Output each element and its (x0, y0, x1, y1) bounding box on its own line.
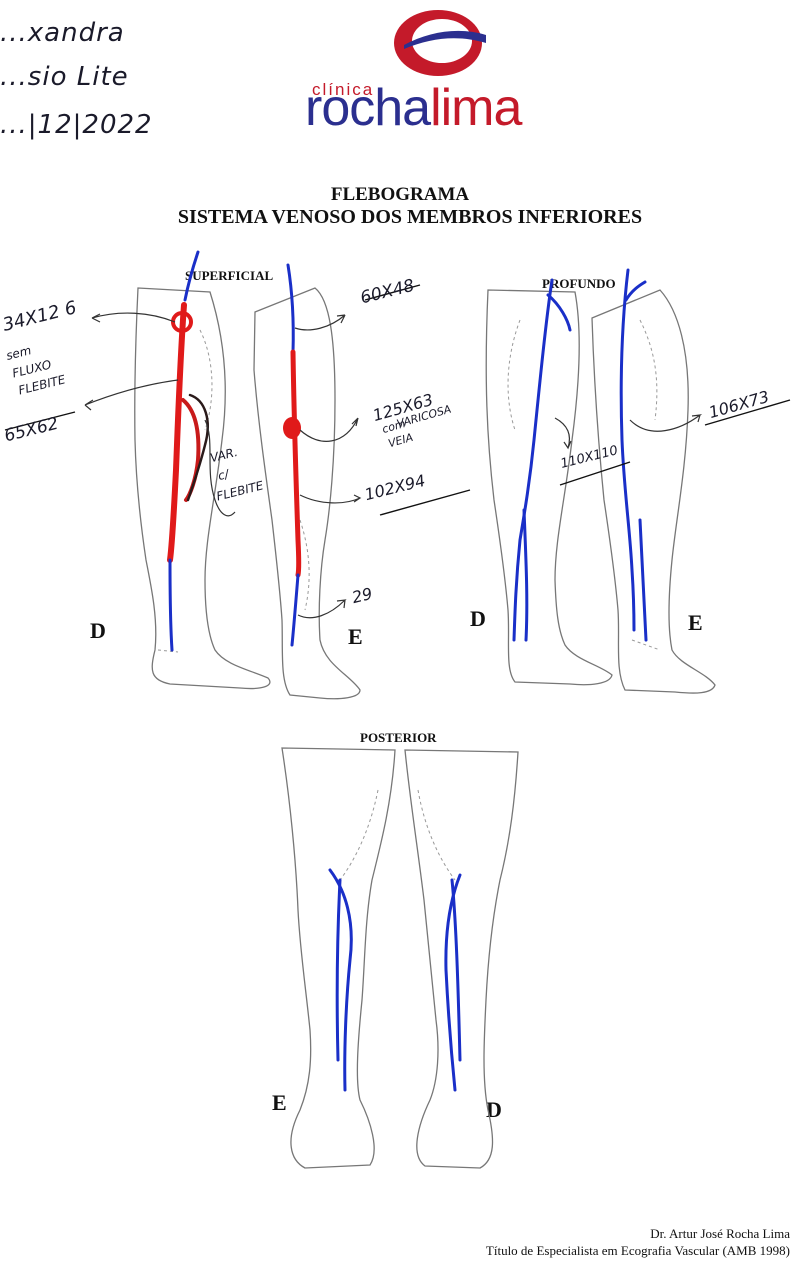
vein-profundo-d-branch (522, 508, 529, 642)
side-label-profundo-d: D (470, 606, 486, 631)
vein-profundo-e-branch (638, 518, 648, 642)
footer-doctor: Dr. Artur José Rocha Lima (650, 1226, 790, 1241)
veins-superficial-d (167, 250, 209, 652)
leg-outlines (134, 287, 716, 1169)
vein-red-superficial-d-branch (181, 398, 201, 502)
arrow-a7 (299, 494, 362, 504)
annotation-underlines (4, 284, 791, 516)
vein-posterior-d-branch (450, 878, 462, 1062)
vein-profundo-d-top (546, 293, 572, 332)
side-label-posterior-d: D (486, 1097, 502, 1122)
leg-outline-posterior-e (281, 747, 396, 1169)
vein-profundo-d-main (512, 278, 554, 642)
arrow-a9 (554, 417, 572, 450)
vein-blue-superficial-e-top (286, 263, 295, 354)
vein-profundo-e-main (619, 268, 636, 632)
footer-signature: Dr. Artur José Rocha Lima Título de Espe… (486, 1225, 790, 1259)
leg-outline-profundo-e (591, 289, 716, 694)
vein-red-varicose-blob (283, 417, 301, 439)
arrow-a3 (84, 379, 179, 411)
vein-thrombus-mark (171, 311, 193, 333)
vein-black-varicose (186, 393, 209, 502)
arrow-a8 (297, 599, 347, 619)
footer-specialty: Título de Especialista em Ecografia Vasc… (485, 1243, 790, 1258)
document-subtitle: SISTEMA VENOSO DOS MEMBROS INFERIORES (177, 206, 643, 228)
side-label-posterior-e: E (272, 1090, 287, 1115)
vein-posterior-e-branch (335, 878, 342, 1062)
patient-name: ...xandra (0, 18, 125, 48)
side-label-profundo-e: E (688, 610, 703, 635)
vein-red-superficial-d (167, 302, 187, 563)
section-profundo: PROFUNDO (542, 276, 616, 291)
arrow-a5 (294, 314, 346, 331)
vein-blue-superficial-d-bottom (168, 558, 174, 652)
veins-profundo (512, 268, 648, 642)
patient-surname: ...sio Lite (0, 62, 129, 92)
vein-blue-superficial-d-top (183, 250, 200, 302)
vein-red-superficial-e (290, 349, 302, 578)
logo-rocha: rocha (305, 79, 431, 137)
logo-clinica-text: clínica (312, 80, 375, 99)
logo-lima: lima (430, 79, 522, 137)
vein-posterior-d (444, 873, 462, 1092)
vein-blue-superficial-e-bottom (290, 573, 300, 647)
arrow-a10 (629, 414, 703, 432)
side-label-superficial-e: E (348, 624, 363, 649)
section-superficial: SUPERFICIAL (185, 268, 274, 283)
logo-wordmark: rochalima (305, 79, 522, 137)
exam-date: ...|12|2022 (0, 110, 153, 140)
arrow-a4 (204, 419, 236, 517)
side-label-superficial-d: D (90, 618, 106, 643)
leg-outline-posterior-d (404, 749, 519, 1169)
veins-posterior (328, 868, 462, 1092)
document-title: FLEBOGRAMA (330, 184, 470, 205)
vein-profundo-e-top (624, 280, 647, 302)
arrow-a6 (299, 417, 359, 442)
leg-outline-superficial-e (253, 287, 361, 700)
vein-posterior-e (328, 868, 353, 1092)
arrow-a1 (91, 312, 176, 323)
annotation-arrows (84, 312, 703, 619)
section-posterior: POSTERIOR (360, 730, 437, 745)
leg-outline-superficial-d (134, 287, 271, 690)
clinic-logo-mark (394, 10, 486, 76)
veins-superficial-e (283, 263, 302, 647)
leg-outline-profundo-d (485, 289, 613, 686)
